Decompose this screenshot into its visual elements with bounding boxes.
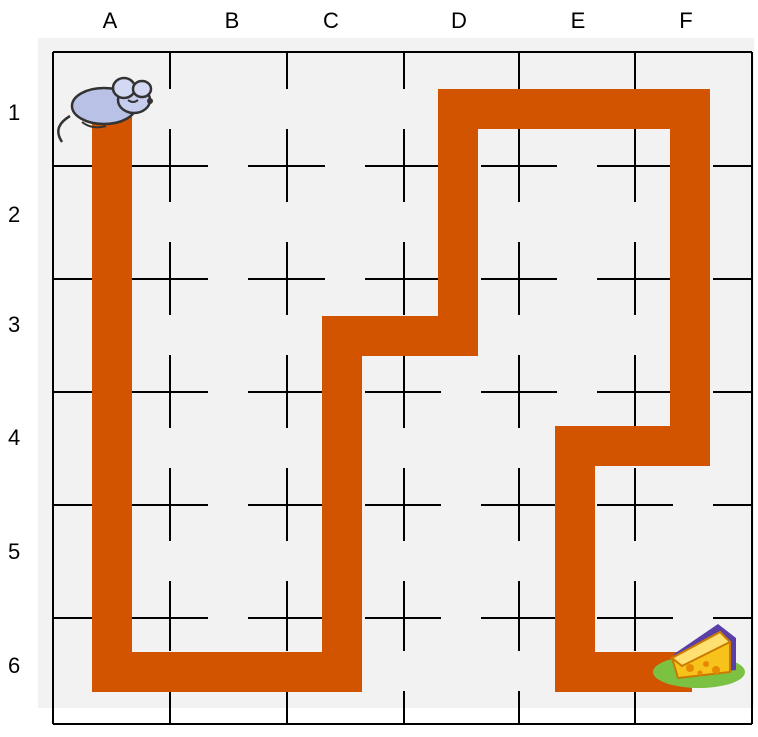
board-background xyxy=(38,38,754,708)
